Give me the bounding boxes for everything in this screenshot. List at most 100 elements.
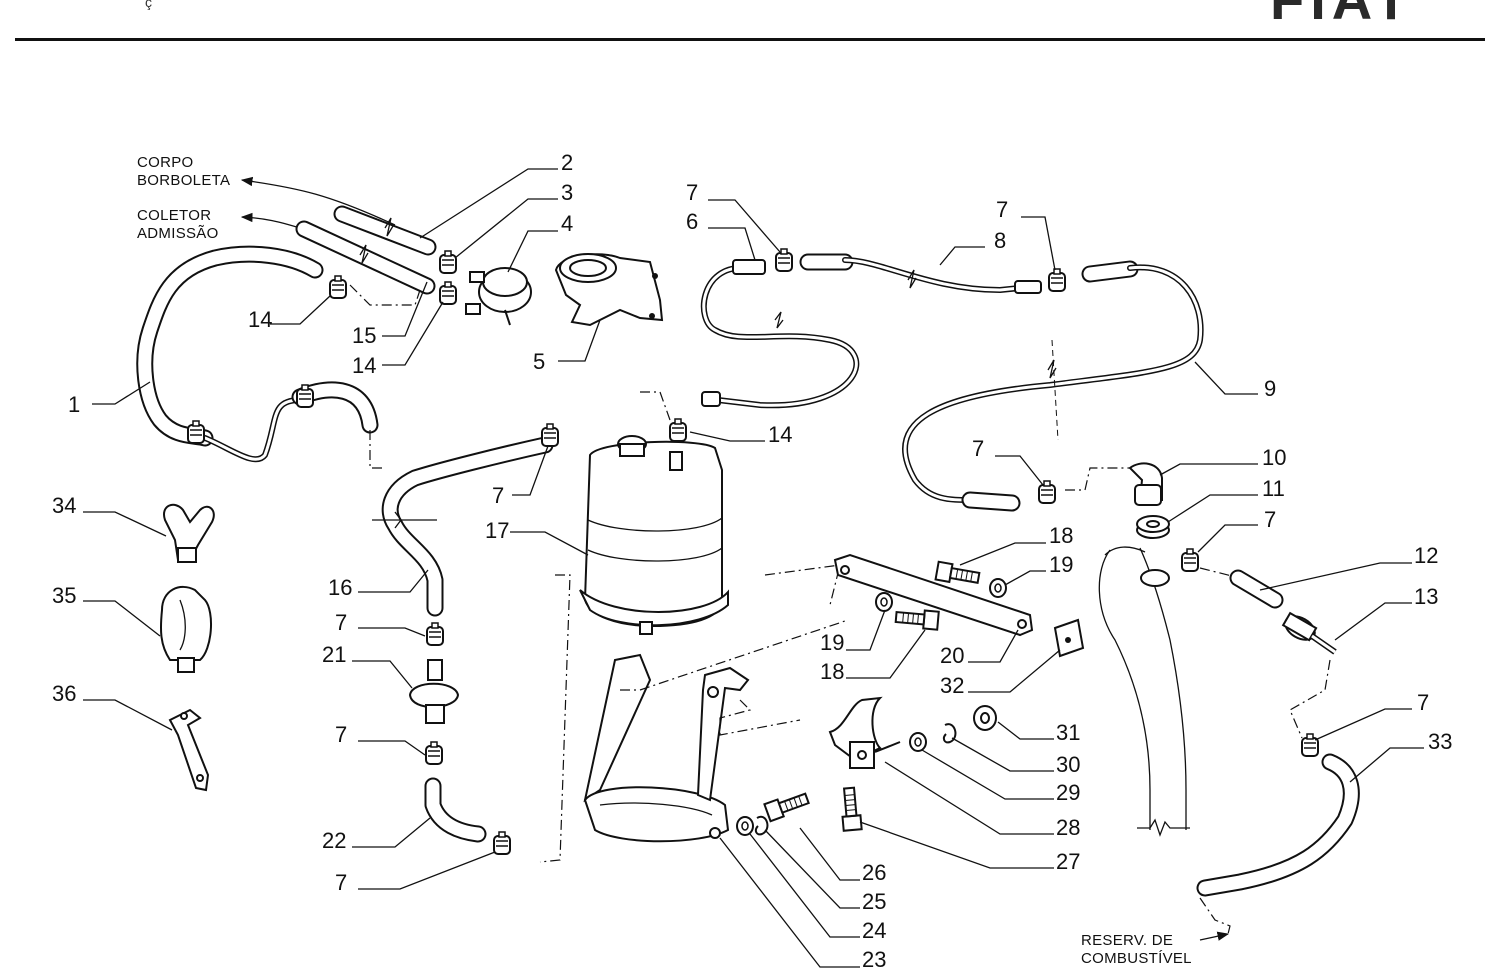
routing-line-5 (620, 619, 849, 691)
part-17-canister (579, 435, 729, 635)
label-intake-manifold: COLETOR ADMISSÃO (137, 207, 301, 242)
fiat-logo: FIAT (1270, 0, 1395, 22)
callout-34: 34 (52, 493, 76, 518)
clamp-7-hose16 (541, 423, 559, 447)
callout-31: 31 (1056, 720, 1080, 745)
callout-4: 4 (561, 211, 573, 236)
routing-line-10 (1199, 897, 1231, 935)
part-36-bracket (168, 708, 210, 792)
clamp-7-a (775, 248, 793, 272)
part-8-vapour-line (799, 253, 1042, 294)
part-33-tank-hose (1196, 753, 1360, 897)
part-19-washer-right (989, 578, 1007, 598)
label-throttle-body: CORPO BORBOLETA (137, 154, 396, 226)
part-23-cradle-bracket (583, 653, 750, 843)
callout-16: 16 (328, 575, 352, 600)
header-rule (15, 38, 1485, 41)
hose-routing-line (349, 284, 421, 306)
callout-21: 21 (322, 642, 346, 667)
routing-line-9 (1289, 659, 1331, 739)
callout-17: 17 (485, 518, 509, 543)
routing-line-4 (719, 699, 801, 736)
callout-24: 24 (862, 918, 886, 943)
callout-7-hose22: 7 (335, 870, 347, 895)
callout-7-hose33: 7 (1417, 690, 1429, 715)
callout-26: 26 (862, 860, 886, 885)
callout-1: 1 (68, 392, 80, 417)
routing-line-6 (764, 564, 841, 606)
callout-36: 36 (52, 681, 76, 706)
part-5-bracket (554, 253, 664, 327)
callout-22: 22 (322, 828, 346, 853)
part-4-valve (465, 267, 532, 326)
callout-7-valve21-bottom: 7 (335, 722, 347, 747)
part-35-hose-clip (160, 585, 212, 673)
callout-7-neck: 7 (1264, 507, 1276, 532)
throttle-body-line1: CORPO (137, 154, 194, 171)
callout-7-top-middle: 7 (686, 180, 698, 205)
callout-29: 29 (1056, 780, 1080, 805)
part-31-nut (973, 705, 997, 731)
part-34-hose-clip (163, 503, 215, 563)
part-13-check-valve (1281, 611, 1337, 655)
clamp-3 (439, 250, 457, 274)
callout-13: 13 (1414, 584, 1438, 609)
callout-5: 5 (533, 349, 545, 374)
clamp-7-hose33 (1301, 733, 1319, 757)
callout-18-left: 18 (820, 659, 844, 684)
fiat-logo-lettering: FIAT (1270, 0, 1395, 22)
callout-10: 10 (1262, 445, 1286, 470)
fuel-filler-neck (1098, 546, 1190, 837)
part-10-elbow-fitting (1128, 462, 1163, 506)
part-24-washer (736, 816, 754, 836)
clamp-14-left (329, 275, 347, 299)
callout-7-top-right: 7 (996, 197, 1008, 222)
callout-35: 35 (52, 583, 76, 608)
part-29-washer (909, 732, 927, 752)
part-32-plate (1053, 618, 1085, 658)
callout-19-right: 19 (1049, 552, 1073, 577)
callout-33: 33 (1428, 729, 1452, 754)
throttle-body-line2: BORBOLETA (137, 172, 230, 189)
part-21-check-valve (408, 659, 460, 724)
part-12-hose-stub (1229, 569, 1284, 609)
routing-line-8 (1199, 567, 1233, 577)
callout-7-hose16: 7 (492, 483, 504, 508)
part-2-hose-upper (333, 205, 437, 256)
routing-line-7 (1065, 467, 1130, 491)
part-11-grommet (1136, 515, 1170, 539)
part-15-hose-lower (295, 220, 436, 295)
callout-14-middle: 14 (352, 353, 376, 378)
callout-12: 12 (1414, 543, 1438, 568)
clamp-7-c (1038, 480, 1056, 504)
callout-7-line9: 7 (972, 436, 984, 461)
callout-30: 30 (1056, 752, 1080, 777)
part-16-hose (372, 436, 554, 617)
label-fuel-tank: RESERV. DE COMBUSTÍVEL (1081, 931, 1230, 967)
callout-15: 15 (352, 323, 376, 348)
part-22-elbow-hose (424, 777, 487, 843)
part-9-long-line (902, 260, 1204, 512)
callout-23: 23 (862, 947, 886, 972)
part-25-lock-washer (754, 815, 769, 836)
part-6-fuel-line (700, 259, 860, 409)
callout-2: 2 (561, 150, 573, 175)
callout-9: 9 (1264, 376, 1276, 401)
part-18-bolt-upper (934, 560, 982, 588)
part-26-bolt (763, 788, 812, 823)
callout-3: 3 (561, 180, 573, 205)
header-fragment: ç (145, 0, 152, 10)
clamp-14-upper (439, 281, 457, 305)
callout-8: 8 (994, 228, 1006, 253)
callout-14-left: 14 (248, 307, 272, 332)
part-27-bolt (839, 786, 863, 832)
callout-19-left: 19 (820, 630, 844, 655)
clamp-7-b (1048, 268, 1066, 292)
routing-line-2 (640, 391, 671, 421)
part-28-clip-bracket (828, 696, 901, 769)
clamp-7-neck (1181, 548, 1199, 572)
fuel-tank-line1: RESERV. DE (1081, 932, 1173, 949)
callout-leaders (83, 168, 1424, 968)
